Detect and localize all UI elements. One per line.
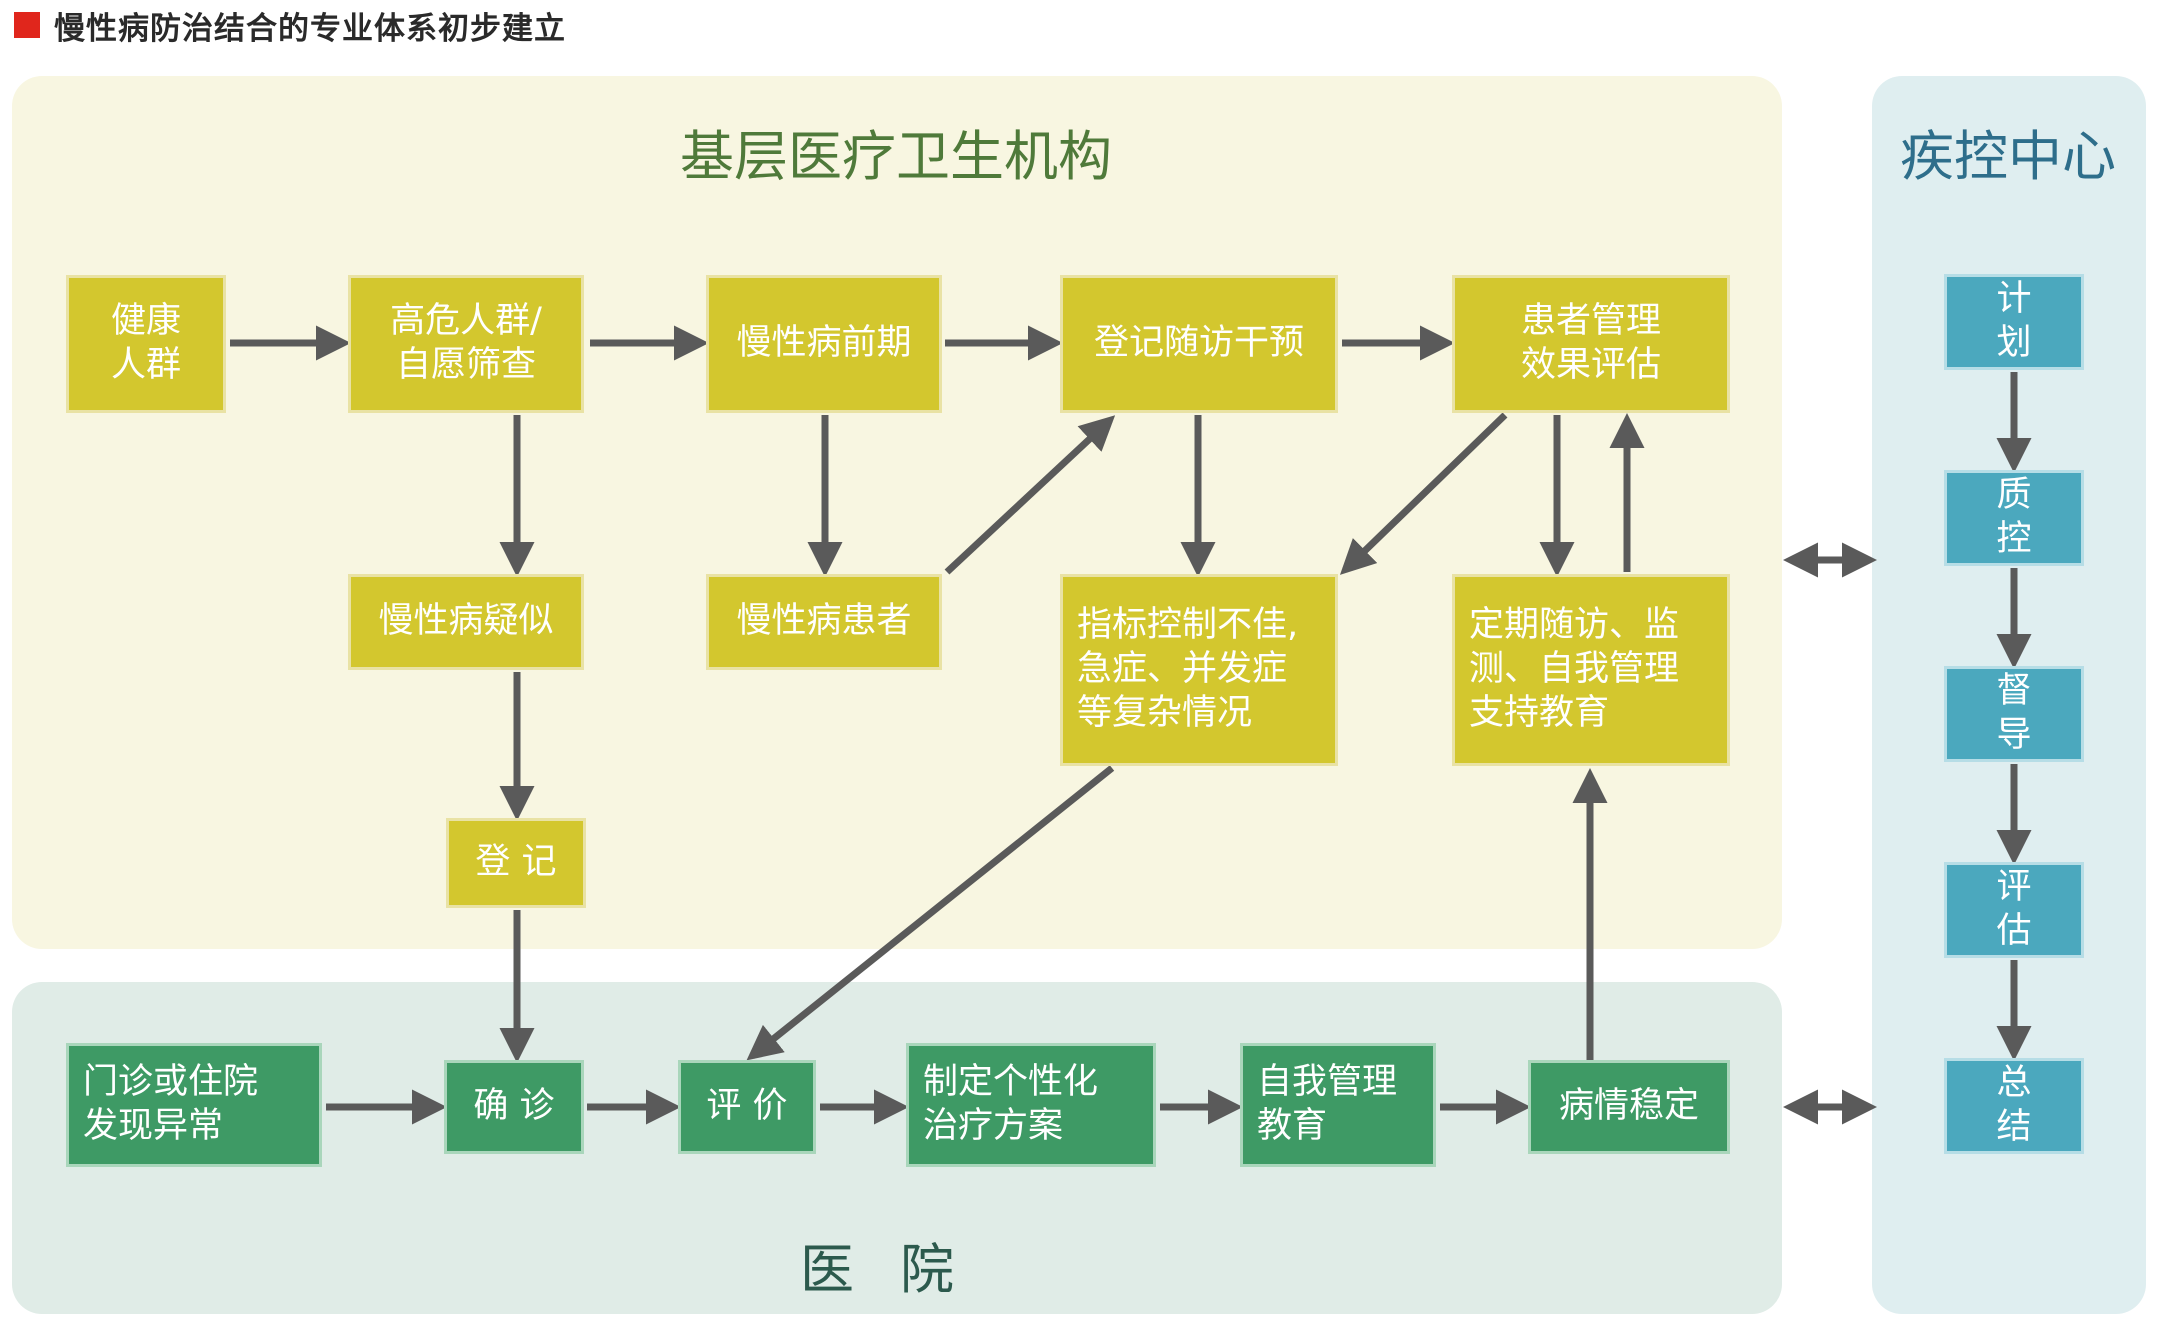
node-high-risk: 高危人群/ 自愿筛查 [348, 275, 584, 413]
node-supervise: 督导 [1944, 666, 2084, 762]
node-quality: 质控 [1944, 470, 2084, 566]
arrow-effect-eval-to-poor-control [1339, 412, 1508, 575]
node-stable: 病情稳定 [1528, 1060, 1730, 1154]
node-effect-eval: 患者管理 效果评估 [1452, 275, 1730, 413]
node-patient: 慢性病患者 [706, 574, 942, 670]
page-header: 慢性病防治结合的专业体系初步建立 [14, 8, 566, 47]
node-healthy: 健康 人群 [66, 275, 226, 413]
node-diagnosis: 确 诊 [444, 1060, 584, 1154]
cdc-label: 疾控中心 [1900, 125, 2116, 188]
node-self-mgmt: 自我管理 教育 [1240, 1043, 1436, 1167]
node-register-followup: 登记随访干预 [1060, 275, 1338, 413]
page-title: 慢性病防治结合的专业体系初步建立 [54, 10, 566, 47]
node-regular-followup: 定期随访、监 测、自我管理 支持教育 [1452, 574, 1730, 766]
node-evaluate: 评 价 [678, 1060, 816, 1154]
node-summary: 总结 [1944, 1058, 2084, 1154]
node-suspected: 慢性病疑似 [348, 574, 584, 670]
hospital-label: 医院 [800, 1238, 1000, 1301]
primary-care-region [12, 76, 1782, 949]
node-treatment-plan: 制定个性化 治疗方案 [906, 1043, 1156, 1167]
arrow-patient-to-register-followup [944, 415, 1116, 575]
node-poor-control: 指标控制不佳, 急症、并发症 等复杂情况 [1060, 574, 1338, 766]
title-square-icon [14, 12, 40, 38]
node-outpatient: 门诊或住院 发现异常 [66, 1043, 322, 1167]
node-plan: 计划 [1944, 274, 2084, 370]
node-assess: 评估 [1944, 862, 2084, 958]
arrow-poor-control-to-evaluate [746, 765, 1115, 1061]
node-pre-chronic: 慢性病前期 [706, 275, 942, 413]
primary-care-label: 基层医疗卫生机构 [680, 125, 1112, 188]
node-register: 登 记 [446, 818, 586, 908]
